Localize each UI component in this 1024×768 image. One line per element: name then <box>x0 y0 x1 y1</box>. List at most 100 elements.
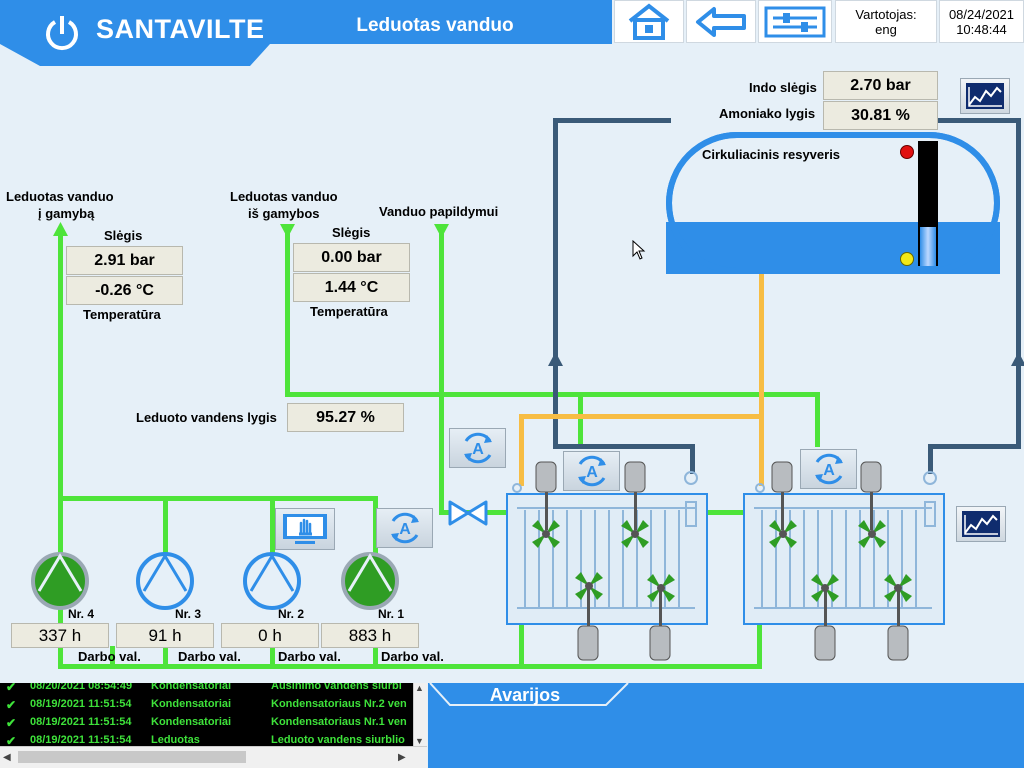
ammonia-level-label: Amoniako lygis <box>719 106 816 121</box>
alarm-horizontal-scrollbar[interactable]: ◀ ▶ <box>0 746 427 768</box>
back-button[interactable] <box>686 0 756 43</box>
fan-icon <box>769 520 797 548</box>
auto-letter: A <box>823 462 835 479</box>
power-logo-icon <box>46 16 78 51</box>
return-pressure-value: 0.00 bar <box>293 243 410 272</box>
pump-4[interactable] <box>30 551 90 611</box>
return-label-line1: Leduotas vanduo <box>230 189 338 204</box>
hand-screen-icon <box>283 514 327 544</box>
auto-mode-icon: A <box>577 455 606 487</box>
flow-arrow-icon <box>548 352 563 366</box>
pump-2-hours-label: Darbo val. <box>278 649 341 664</box>
alarm-text: Kondensatoriaus Nr.2 ven <box>271 698 407 710</box>
level-indicator-fill <box>920 227 936 266</box>
pipe-liquid-down <box>759 266 764 486</box>
flow-arrow-icon <box>1011 352 1024 366</box>
pipe-outlet-bottom <box>519 664 762 669</box>
settings-button[interactable] <box>758 0 832 43</box>
auto-mode-icon: A <box>463 432 492 464</box>
pipe-makeup <box>439 232 444 514</box>
pipe-ammonia-tank1-drop <box>690 444 695 474</box>
back-arrow-icon <box>696 6 746 37</box>
fan-icon <box>647 574 675 602</box>
alarm-row[interactable]: ✔ 08/19/2021 11:51:54 Leduotas Leduoto v… <box>0 732 415 746</box>
pipe-return-header <box>285 392 820 397</box>
alarm-panel-title[interactable]: Avarijos <box>489 685 561 705</box>
alarm-row[interactable]: ✔ 08/19/2021 11:51:54 Kondensatoriai Kon… <box>0 696 415 714</box>
pump-3-hours-label: Darbo val. <box>178 649 241 664</box>
alarm-tab-outline <box>429 683 629 706</box>
return-temperature-value: 1.44 °C <box>293 273 410 302</box>
alarm-row[interactable]: ✔ 08/20/2021 08:54:49 Kondensatoriai Auš… <box>0 683 415 696</box>
auto-mode-button[interactable]: A <box>563 451 620 491</box>
auto-mode-button[interactable]: A <box>449 428 506 468</box>
pipe-stub1 <box>373 646 378 666</box>
return-pressure-label: Slėgis <box>332 225 371 240</box>
pump-3-hours: 91 h <box>116 623 214 648</box>
pump-2[interactable] <box>242 551 302 611</box>
receiver-name: Cirkuliacinis resyveris <box>702 147 841 162</box>
fan-icon <box>884 574 912 602</box>
level-label: Leduoto vandens lygis <box>136 410 277 425</box>
pipe-return-tank1 <box>578 392 583 447</box>
pipe-tank2-outlet <box>757 625 762 669</box>
pump-1-hours-label: Darbo val. <box>381 649 444 664</box>
alarm-row[interactable]: ✔ 08/19/2021 11:51:54 Kondensatoriai Kon… <box>0 714 415 732</box>
home-button[interactable] <box>614 0 684 43</box>
pump-1-number: Nr. 1 <box>378 607 405 621</box>
supply-temperature-value: -0.26 °C <box>66 276 183 305</box>
supply-pressure-label: Slėgis <box>104 228 143 243</box>
pipe-return-riser <box>285 232 290 395</box>
check-icon: ✔ <box>6 716 17 730</box>
flow-arrow-icon <box>53 222 68 236</box>
alarm-date: 08/20/2021 08:54:49 <box>30 683 133 692</box>
alarm-vertical-scrollbar[interactable]: ▲ ▼ <box>413 683 427 746</box>
date-text: 08/24/2021 <box>948 7 1015 22</box>
valve-icon[interactable] <box>448 500 488 526</box>
alarm-group: Kondensatoriai <box>151 683 232 692</box>
scroll-right-icon[interactable]: ▶ <box>398 752 406 763</box>
scroll-down-icon[interactable]: ▼ <box>415 736 424 746</box>
supply-label-line2: į gamybą <box>38 206 95 221</box>
fan-icon <box>575 572 603 600</box>
auto-mode-button[interactable]: A <box>376 508 433 548</box>
level-value: 95.27 % <box>287 403 404 432</box>
datetime-info: 08/24/2021 10:48:44 <box>939 0 1024 43</box>
manual-control-button[interactable] <box>275 508 335 550</box>
pump-3[interactable] <box>135 551 195 611</box>
ice-tank-2 <box>743 461 945 661</box>
tank-pressure-value: 2.70 bar <box>823 71 938 100</box>
pipe-return-tank2 <box>815 392 820 447</box>
return-temperature-label: Temperatūra <box>310 304 388 319</box>
page-title: Leduotas vanduo <box>356 15 514 36</box>
pipe-pump2 <box>270 496 275 556</box>
level-indicator <box>918 141 938 266</box>
pump-1[interactable] <box>340 551 400 611</box>
user-label: Vartotojas: <box>855 7 917 22</box>
tank-trend-button-2[interactable] <box>956 506 1006 542</box>
scroll-thumb[interactable] <box>18 751 246 763</box>
pump-4-hours: 337 h <box>11 623 109 648</box>
alarm-text: Leduoto vandens siurblio <box>271 734 405 746</box>
return-label-line2: iš gamybos <box>248 206 320 221</box>
pipe-liquid-tank1 <box>519 414 524 486</box>
alarm-panel <box>428 683 1024 768</box>
pump-2-number: Nr. 2 <box>278 607 305 621</box>
scroll-left-icon[interactable]: ◀ <box>3 752 11 763</box>
fan-icon <box>858 520 886 548</box>
auto-mode-button[interactable]: A <box>800 449 857 489</box>
trend-chart-icon <box>966 83 1004 109</box>
alarm-text: Aušinimo vandens siurbl <box>271 683 402 692</box>
check-icon: ✔ <box>6 698 17 712</box>
check-icon: ✔ <box>6 683 17 694</box>
pump-4-number: Nr. 4 <box>68 607 95 621</box>
alarm-group: Kondensatoriai <box>151 698 232 710</box>
alarm-date: 08/19/2021 11:51:54 <box>30 698 132 710</box>
circulation-receiver <box>666 132 1000 274</box>
brand-name: SANTAVILTE <box>96 14 265 44</box>
tank-trend-button[interactable] <box>960 78 1010 114</box>
alarm-list[interactable]: ✔ 08/20/2021 08:54:49 Kondensatoriai Auš… <box>0 683 427 746</box>
scroll-up-icon[interactable]: ▲ <box>415 683 424 693</box>
flow-arrow-icon <box>434 224 449 238</box>
pipe-ammonia-top <box>553 118 671 123</box>
